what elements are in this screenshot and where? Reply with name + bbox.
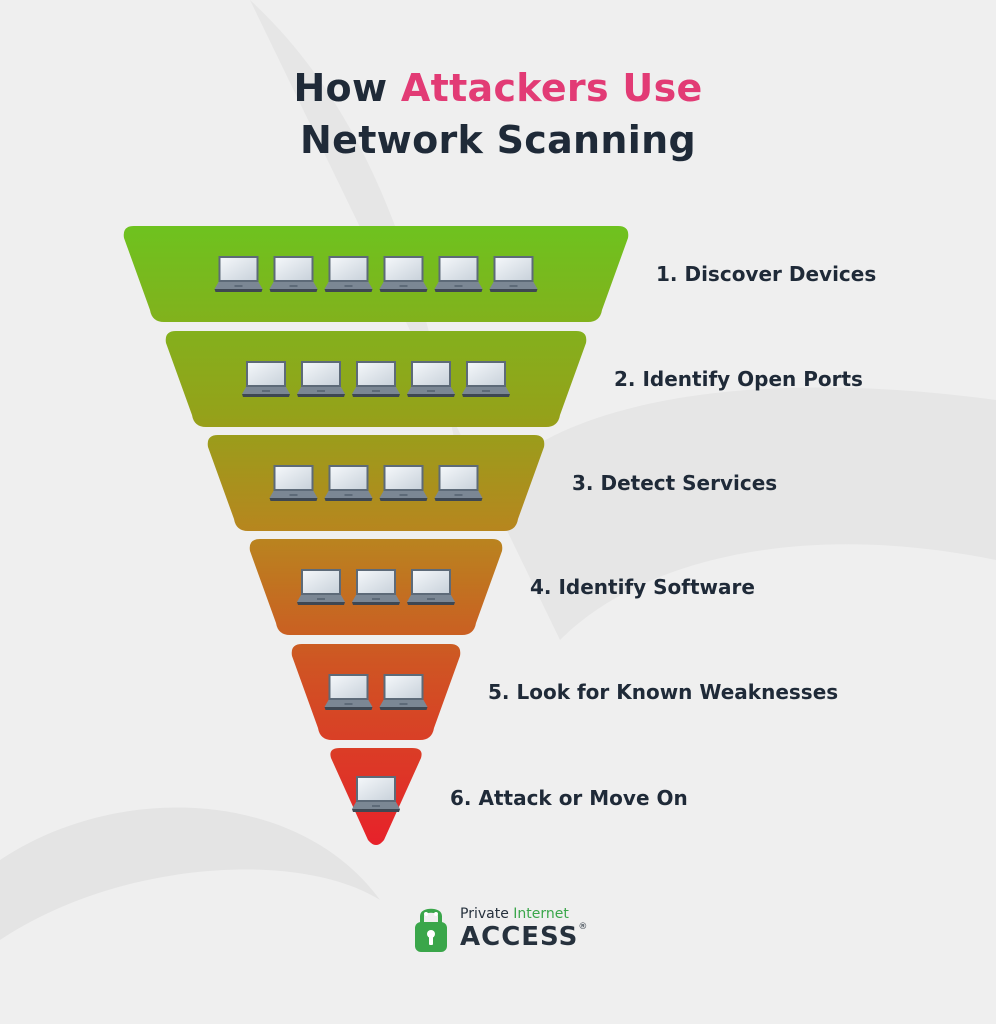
laptop-icon bbox=[462, 361, 510, 397]
step-4-devices bbox=[297, 569, 455, 605]
laptop-icon bbox=[489, 256, 538, 292]
logo-text-top: Private Internet bbox=[460, 906, 569, 922]
step-label-1: 1. Discover Devices bbox=[656, 262, 877, 286]
laptop-icon bbox=[269, 256, 318, 292]
logo-private: Private bbox=[460, 906, 509, 922]
laptop-icon bbox=[352, 361, 400, 397]
laptop-icon bbox=[214, 256, 263, 292]
logo-access: ACCESS bbox=[460, 922, 579, 952]
laptop-icon bbox=[297, 361, 345, 397]
step-1-devices bbox=[214, 256, 538, 292]
step-label-3: 3. Detect Services bbox=[572, 471, 778, 495]
step-label-4: 4. Identify Software bbox=[530, 575, 755, 599]
step-2-devices bbox=[242, 361, 510, 397]
logo-registered-mark: ® bbox=[578, 922, 589, 932]
laptop-icon bbox=[297, 569, 345, 605]
laptop-icon bbox=[407, 569, 455, 605]
laptop-icon bbox=[407, 361, 455, 397]
laptop-icon bbox=[324, 465, 373, 501]
logo-internet: Internet bbox=[513, 906, 569, 922]
funnel-step-5 bbox=[291, 644, 461, 740]
brand-logo: Private Internet ACCESS® bbox=[414, 902, 614, 962]
laptop-icon bbox=[352, 569, 400, 605]
step-label-6: 6. Attack or Move On bbox=[450, 786, 688, 810]
laptop-icon bbox=[352, 776, 400, 812]
title-prefix: How bbox=[293, 66, 388, 110]
step-label-2: 2. Identify Open Ports bbox=[614, 367, 863, 391]
laptop-icon bbox=[434, 465, 483, 501]
laptop-icon bbox=[379, 465, 428, 501]
step-6-devices bbox=[352, 776, 400, 812]
laptop-icon bbox=[379, 674, 428, 710]
laptop-icon bbox=[269, 465, 318, 501]
laptop-icon bbox=[434, 256, 483, 292]
laptop-icon bbox=[379, 256, 428, 292]
logo-text-bottom: ACCESS® bbox=[460, 922, 588, 952]
laptop-icon bbox=[324, 674, 373, 710]
step-3-devices bbox=[269, 465, 483, 501]
laptop-icon bbox=[324, 256, 373, 292]
title-line-1: How Attackers Use bbox=[0, 62, 996, 114]
infographic-title: How Attackers Use Network Scanning bbox=[0, 62, 996, 166]
funnel-step-1 bbox=[123, 226, 629, 322]
title-accent: Attackers Use bbox=[400, 66, 703, 110]
padlock-robot-icon bbox=[415, 908, 447, 952]
step-5-devices bbox=[324, 674, 428, 710]
step-label-5: 5. Look for Known Weaknesses bbox=[488, 680, 839, 704]
title-line-2: Network Scanning bbox=[300, 118, 696, 162]
laptop-icon bbox=[242, 361, 290, 397]
funnel-step-3 bbox=[207, 435, 545, 531]
